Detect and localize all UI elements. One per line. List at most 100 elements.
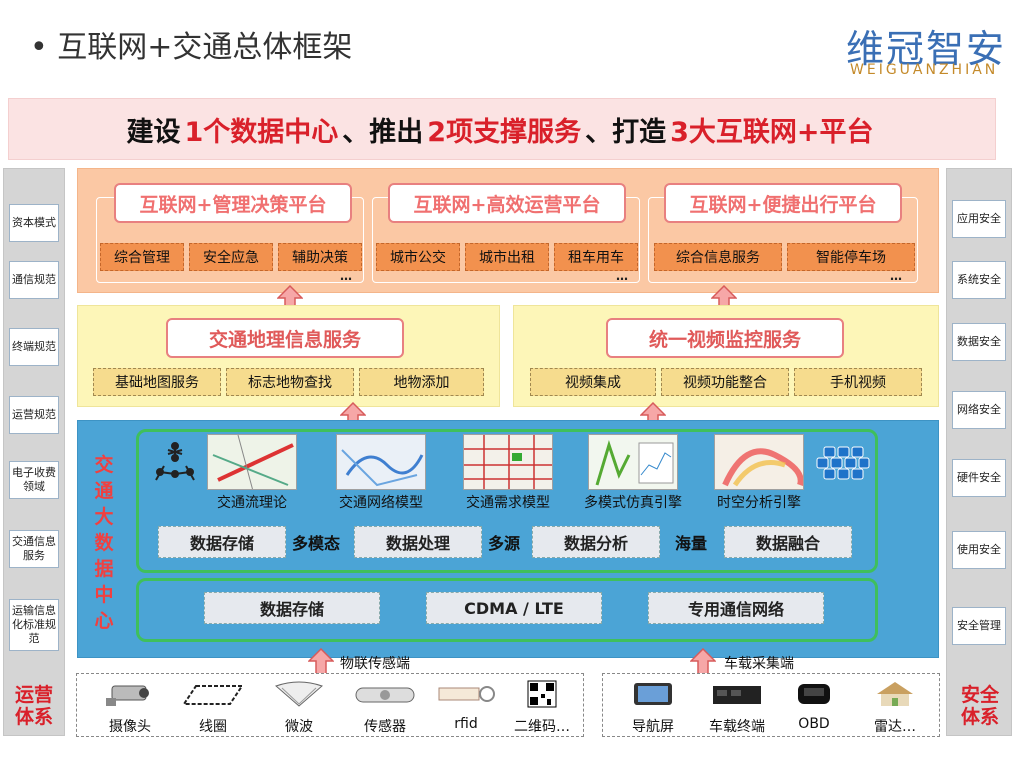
infrastructure-box: 数据存储: [204, 592, 380, 624]
network-graph-icon: [155, 442, 195, 481]
security-item: 使用安全: [952, 531, 1006, 569]
traffic-network-image: [336, 434, 426, 490]
banner-text-1: 建设: [126, 116, 181, 148]
infrastructure-box: CDMA / LTE: [426, 592, 602, 624]
iot-devices-panel: [76, 673, 584, 737]
security-item: 硬件安全: [952, 459, 1006, 497]
platform-title: 互联网+管理决策平台: [114, 183, 352, 223]
model-label: 时空分析引擎: [717, 495, 801, 511]
traffic-demand-image: [463, 434, 553, 490]
banner-highlight-1: 1个数据中心: [184, 116, 339, 148]
more-indicator: …: [902, 719, 916, 735]
data-function-box: 数据融合: [724, 526, 852, 558]
model-label: 交通网络模型: [339, 495, 423, 511]
operation-item: 终端规范: [9, 328, 59, 366]
platform-item: 辅助决策: [278, 243, 362, 271]
infrastructure-box: 专用通信网络: [648, 592, 824, 624]
security-system-column: 应用安全 系统安全 数据安全 网络安全 硬件安全 使用安全 安全管理 安全体系: [946, 168, 1012, 736]
model-traffic-demand: 交通需求模型: [458, 434, 558, 512]
platform-item: 智能停车场: [787, 243, 915, 271]
device-qrcode: 二维码…: [510, 680, 574, 736]
operation-system-column: 资本模式 通信规范 终端规范 运营规范 电子收费领域 交通信息服务 运输信息化标…: [3, 168, 65, 736]
operation-item: 运营规范: [9, 396, 59, 434]
service-title: 交通地理信息服务: [166, 318, 404, 358]
model-label: 交通流理论: [217, 495, 287, 511]
more-indicator: …: [340, 269, 352, 283]
analysis-layer: [136, 429, 878, 573]
device-vehicle-terminal: 车载终端: [700, 680, 774, 736]
data-function-box: 数据处理: [354, 526, 482, 558]
camera-icon: [106, 685, 149, 706]
device-rfid: rfid: [434, 680, 498, 732]
spatiotemporal-image: [714, 434, 804, 490]
microwave-radar-icon: [275, 681, 323, 707]
up-arrow-icon: [308, 648, 334, 676]
traffic-flow-image: [207, 434, 297, 490]
device-camera: 摄像头: [98, 680, 162, 736]
security-item: 系统安全: [952, 261, 1006, 299]
service-item: 标志地物查找: [226, 368, 354, 396]
more-indicator: …: [890, 269, 902, 283]
security-item: 数据安全: [952, 323, 1006, 361]
operation-item: 电子收费领域: [9, 461, 59, 499]
service-item: 地物添加: [359, 368, 484, 396]
device-label: 线圈: [199, 719, 227, 735]
device-label: OBD: [798, 716, 830, 732]
platform-item: 安全应急: [189, 243, 273, 271]
platform-item: 综合管理: [100, 243, 184, 271]
data-feature-word: 多模态: [292, 534, 341, 553]
device-loop: 线圈: [178, 680, 248, 736]
operation-system-label: 运营体系: [14, 684, 53, 728]
vehicle-terminal-icon: [713, 686, 761, 704]
model-label: 交通需求模型: [466, 495, 550, 511]
more-indicator: …: [556, 719, 570, 735]
service-item: 基础地图服务: [93, 368, 221, 396]
platform-title: 互联网+便捷出行平台: [664, 183, 902, 223]
radar-house-icon: [877, 682, 913, 706]
device-label: 传感器: [364, 719, 406, 735]
company-logo-text: 维冠智安: [846, 27, 1007, 71]
iot-sensing-label: 物联传感端: [340, 656, 410, 672]
more-indicator: …: [616, 269, 628, 283]
device-navigation: 导航屏: [620, 680, 686, 736]
device-label: 微波: [285, 719, 313, 735]
platforms-band: 互联网+管理决策平台 综合管理 安全应急 辅助决策 … 互联网+高效运营平台 城…: [77, 168, 939, 293]
obd-device-icon: [798, 684, 830, 704]
operation-item: 交通信息服务: [9, 530, 59, 568]
service-panel-gis: 交通地理信息服务 基础地图服务 标志地物查找 地物添加: [77, 305, 500, 407]
data-center-label: 交通大数据中心: [94, 454, 114, 632]
security-system-label: 安全体系: [960, 684, 999, 728]
model-traffic-network: 交通网络模型: [326, 434, 436, 512]
data-function-box: 数据分析: [532, 526, 660, 558]
service-item: 手机视频: [794, 368, 922, 396]
model-spatiotemporal-analysis: 时空分析引擎: [706, 434, 812, 512]
model-traffic-flow: 交通流理论: [206, 434, 298, 512]
service-item: 视频功能整合: [661, 368, 789, 396]
data-feature-word: 多源: [488, 534, 521, 553]
platform-item: 综合信息服务: [654, 243, 782, 271]
service-item: 视频集成: [530, 368, 656, 396]
banner-text-3: 、打造: [585, 116, 667, 148]
banner-highlight-3: 3大互联网+平台: [670, 116, 874, 148]
platform-item: 城市公交: [376, 243, 460, 271]
up-arrow-icon: [690, 648, 716, 676]
security-item: 安全管理: [952, 607, 1006, 645]
page-title: • 互联网+交通总体框架: [30, 30, 353, 65]
platform-item: 租车用车: [554, 243, 638, 271]
platform-title: 互联网+高效运营平台: [388, 183, 626, 223]
sensor-icon: [355, 687, 415, 703]
vehicle-collection-label: 车载采集端: [724, 656, 794, 672]
service-panel-video: 统一视频监控服务 视频集成 视频功能整合 手机视频: [513, 305, 939, 407]
device-radar: 雷达…: [860, 680, 930, 736]
device-label: 车载终端: [709, 719, 765, 735]
platform-item: 城市出租: [465, 243, 549, 271]
induction-loop-icon: [182, 685, 244, 705]
simulation-image: [588, 434, 678, 490]
model-label: 多模式仿真引擎: [584, 495, 682, 511]
company-logo-subtitle: WEIGUANZHIAN: [850, 62, 999, 78]
banner-highlight-2: 2项支撑服务: [427, 116, 582, 148]
database-cluster-icon: [816, 446, 870, 480]
operation-item: 资本模式: [9, 204, 59, 242]
data-feature-word: 海量: [675, 534, 708, 553]
device-label: 雷达: [874, 719, 902, 735]
